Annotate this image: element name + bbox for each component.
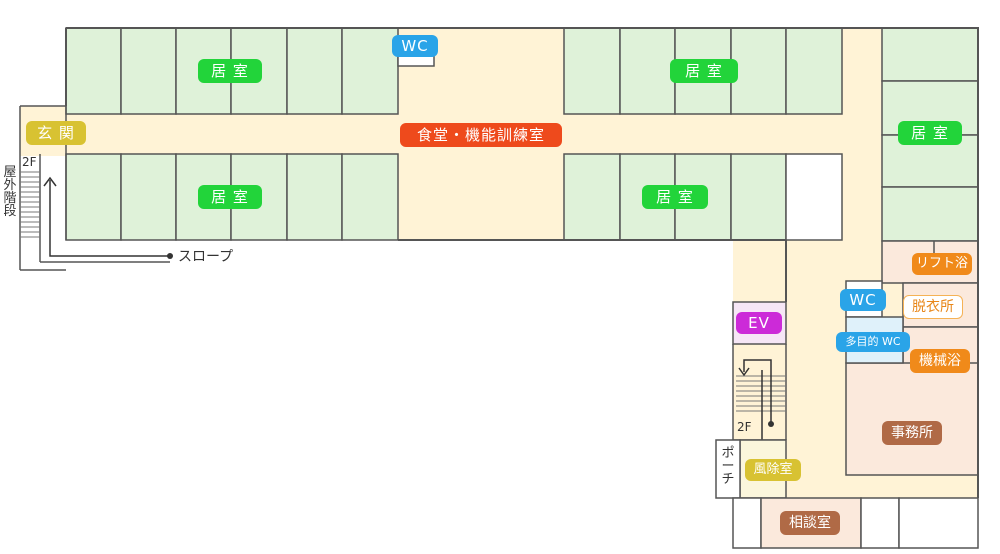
porch-label: ポーチ: [721, 446, 735, 487]
room-row-bottom-left: [65, 153, 399, 241]
floor-label-left: 2F: [22, 155, 37, 169]
room-row-top-right: [563, 27, 843, 115]
stair-arrow-right: [738, 359, 772, 440]
wc-label-right: WC: [840, 289, 886, 311]
stair-arrow-dot: [768, 421, 774, 427]
dining-label: 食堂・機能訓練室: [400, 123, 562, 147]
slope-dot: [167, 253, 173, 259]
wc-label-top: WC: [392, 35, 438, 57]
room-label-top-left: 居 室: [198, 59, 262, 83]
lift-bath-label: リフト浴: [912, 253, 972, 275]
stair-treads-right: [736, 375, 786, 412]
machine-bath-label: 機械浴: [910, 349, 970, 373]
floor-label-right: 2F: [737, 420, 752, 434]
multipurpose-wc-label: 多目的 WC: [836, 332, 910, 352]
outer-walls: [65, 27, 979, 498]
ev-label: EV: [736, 312, 782, 334]
room-label-right: 居 室: [898, 121, 962, 145]
room-row-top-left: [65, 27, 399, 115]
room-label-bottom-left: 居 室: [198, 185, 262, 209]
dressing-label: 脱衣所: [903, 295, 963, 319]
outdoor-stairs-label: 屋外階段: [3, 165, 17, 219]
stair-treads-left: [20, 171, 40, 238]
room-label-bottom-right: 居 室: [642, 185, 708, 209]
slope-path: [40, 176, 170, 263]
room-label-top-right: 居 室: [670, 59, 738, 83]
porch: [715, 439, 741, 499]
windbreak-label: 風除室: [745, 459, 801, 481]
slope-label: スロープ: [178, 249, 234, 265]
office-label: 事務所: [882, 421, 942, 445]
bottom-row-rooms: [732, 497, 979, 549]
consultation-label: 相談室: [780, 511, 840, 535]
genkan-label: 玄 関: [26, 121, 86, 145]
